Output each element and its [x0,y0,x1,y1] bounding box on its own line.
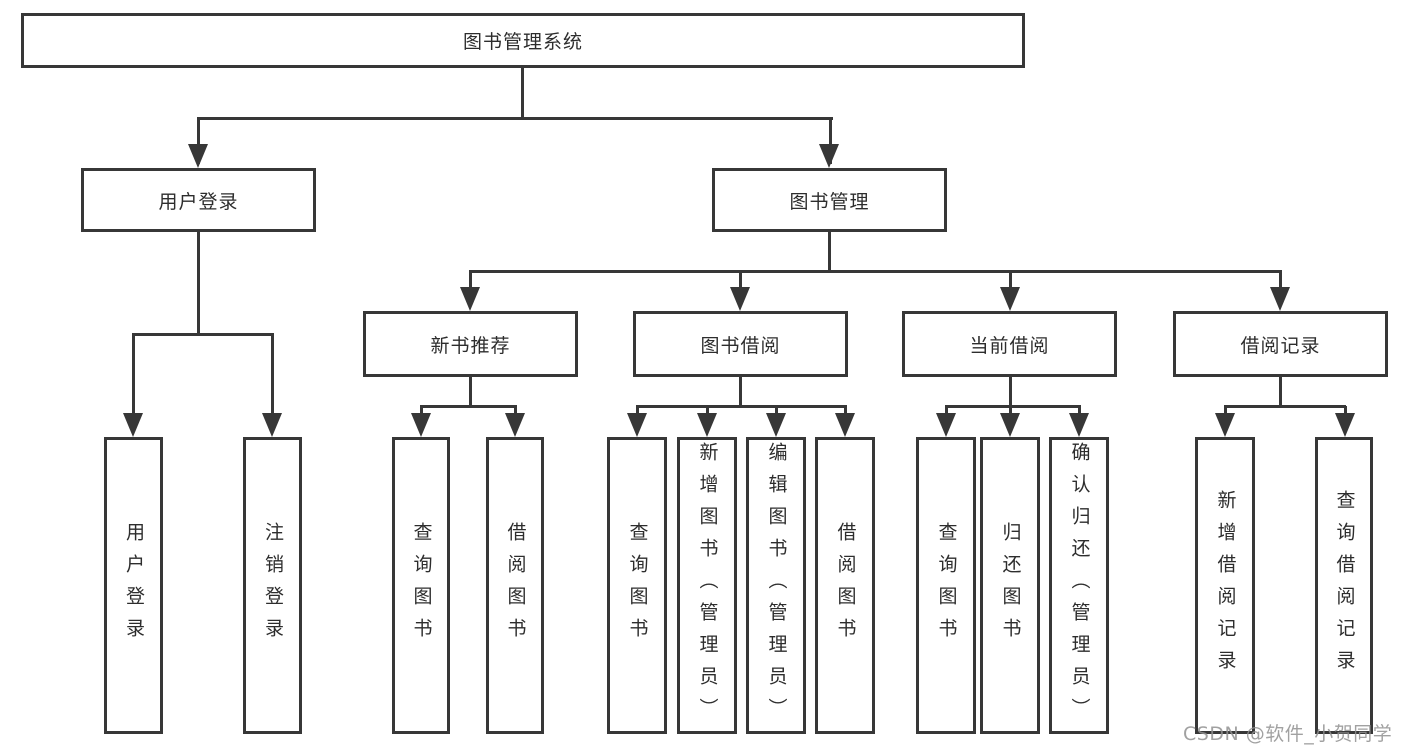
leaf-query-books-new: 查询图书 [392,437,450,734]
leaf-query-books-current: 查询图书 [916,437,976,734]
arrowhead-new-books-icon [460,287,480,311]
connector-root-down [521,68,524,118]
leaf-edit-book-admin-label: 编辑图书（管理员） [765,441,788,730]
leaf-query-books-current-label: 查询图书 [935,521,958,650]
leaf-query-borrow-record: 查询借阅记录 [1315,437,1373,734]
node-current-borrow: 当前借阅 [902,311,1117,377]
arrowhead-leaf-icon [1335,413,1355,437]
connector-user-login-down [197,232,200,334]
watermark: CSDN @软件_小贺同学 [1183,723,1393,745]
connector-book-borrow-down [739,377,742,406]
node-borrow-records: 借阅记录 [1173,311,1388,377]
node-library-system: 图书管理系统 [21,13,1025,68]
connector-to-leaf-logout [271,334,274,416]
node-book-mgmt-label: 图书管理 [789,190,870,213]
arrowhead-leaf-icon [697,413,717,437]
leaf-borrow-books-label: 借阅图书 [834,521,857,650]
connector-to-user-login [197,118,200,164]
connector-to-book-mgmt [829,118,832,164]
connector-book-mgmt-down [828,232,831,272]
arrowhead-leaf-user-login-icon [123,413,143,437]
arrowhead-leaf-icon [1069,413,1089,437]
node-new-books-label: 新书推荐 [430,334,511,357]
connector-to-new-books [469,272,472,297]
arrowhead-borrow-records-icon [1270,287,1290,311]
connector-book-borrow-split [636,405,847,408]
arrowhead-leaf-icon [835,413,855,437]
leaf-add-borrow-record-label: 新增借阅记录 [1214,489,1237,682]
connector-to-borrow-records [1279,272,1282,297]
leaf-query-borrow-record-label: 查询借阅记录 [1333,489,1356,682]
arrowhead-book-borrow-icon [730,287,750,311]
connector-current-borrow-split [945,405,1081,408]
arrowhead-leaf-icon [766,413,786,437]
leaf-user-login-label: 用户登录 [123,521,145,650]
leaf-query-books-borrow: 查询图书 [607,437,667,734]
node-current-borrow-label: 当前借阅 [969,334,1050,357]
connector-new-books-down [469,377,472,406]
leaf-logout: 注销登录 [243,437,302,734]
leaf-query-books-borrow-label: 查询图书 [626,521,649,650]
connector-level3-horizontal [469,270,1282,273]
arrowhead-leaf-icon [1215,413,1235,437]
node-library-system-label: 图书管理系统 [462,31,583,53]
leaf-add-borrow-record: 新增借阅记录 [1195,437,1255,734]
arrowhead-leaf-icon [936,413,956,437]
arrowhead-user-login-icon [188,144,208,168]
node-user-login: 用户登录 [81,168,316,232]
leaf-borrow-books-new-label: 借阅图书 [504,521,527,650]
leaf-edit-book-admin: 编辑图书（管理员） [746,437,806,734]
leaf-logout-label: 注销登录 [262,521,284,650]
connector-to-current-borrow [1009,272,1012,297]
leaf-return-books: 归还图书 [980,437,1040,734]
leaf-return-books-label: 归还图书 [999,521,1022,650]
arrowhead-leaf-icon [627,413,647,437]
connector-to-leaf-user-login [132,334,135,416]
connector-new-books-split [420,405,517,408]
node-book-mgmt: 图书管理 [712,168,947,232]
leaf-borrow-books: 借阅图书 [815,437,875,734]
node-book-borrow-label: 图书借阅 [700,334,781,357]
arrowhead-leaf-logout-icon [262,413,282,437]
arrowhead-leaf-icon [505,413,525,437]
connector-level2-horizontal [197,117,833,120]
node-borrow-records-label: 借阅记录 [1240,334,1321,357]
leaf-confirm-return-admin-label: 确认归还（管理员） [1068,441,1091,730]
leaf-query-books-new-label: 查询图书 [410,521,433,650]
node-user-login-label: 用户登录 [158,190,239,213]
arrowhead-book-mgmt-icon [819,144,839,168]
arrowhead-leaf-icon [411,413,431,437]
connector-current-borrow-down [1009,377,1012,406]
connector-to-book-borrow [739,272,742,297]
connector-borrow-records-split [1224,405,1346,408]
arrowhead-current-borrow-icon [1000,287,1020,311]
leaf-confirm-return-admin: 确认归还（管理员） [1049,437,1109,734]
connector-borrow-records-down [1279,377,1282,406]
leaf-add-book-admin-label: 新增图书（管理员） [696,441,719,730]
node-new-books: 新书推荐 [363,311,578,377]
leaf-add-book-admin: 新增图书（管理员） [677,437,737,734]
leaf-borrow-books-new: 借阅图书 [486,437,544,734]
arrowhead-leaf-icon [1000,413,1020,437]
connector-user-login-split [132,333,274,336]
node-book-borrow: 图书借阅 [633,311,848,377]
leaf-user-login: 用户登录 [104,437,163,734]
